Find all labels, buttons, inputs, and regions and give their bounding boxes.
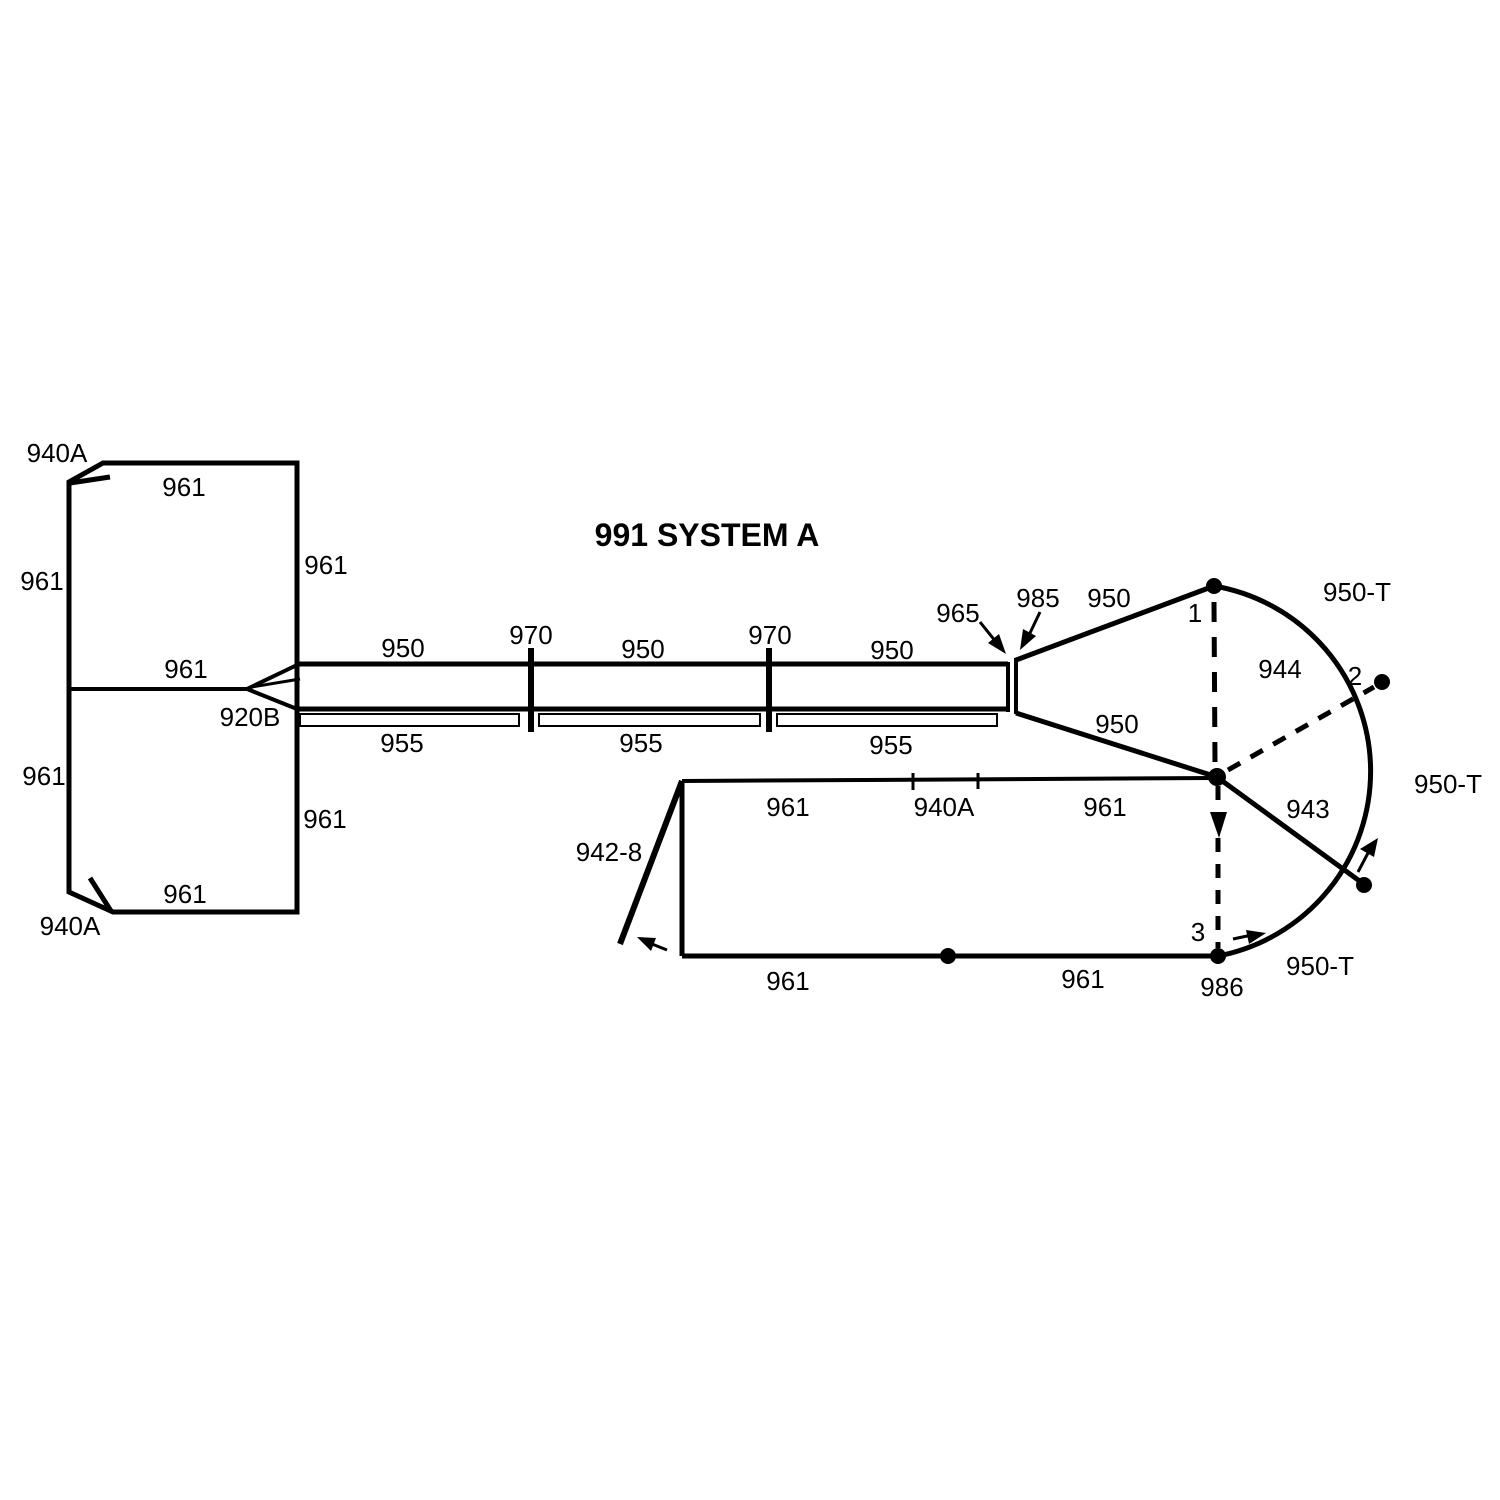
label-edge-top: 961 xyxy=(162,472,205,502)
leader-985-arrowhead-icon xyxy=(1020,629,1036,650)
label-point-1: 1 xyxy=(1188,598,1202,628)
label-segment-3: 950 xyxy=(870,635,913,665)
bottom-edge-node xyxy=(940,948,956,964)
label-track-top: 950-T xyxy=(1323,577,1391,607)
radius-line-943 xyxy=(1219,777,1367,888)
left-panel: 940A 961 961 961 961 920B 961 961 961 94… xyxy=(20,438,347,941)
label-end: 965 xyxy=(936,598,979,628)
label-corner-bottom: 940A xyxy=(40,911,101,941)
node-point-2 xyxy=(1374,674,1390,690)
arc-arrow-bottom-head-icon xyxy=(1246,930,1266,944)
label-segment-1: 950 xyxy=(381,633,424,663)
lower-panel: 961 940A 961 961 961 942-8 xyxy=(576,773,1216,996)
leader-965-arrowhead-icon xyxy=(988,634,1006,654)
label-bottom-right: 961 xyxy=(1061,964,1104,994)
label-track-right: 950-T xyxy=(1414,769,1482,799)
conveyor-bar: 950 950 950 970 970 955 955 955 965 985 xyxy=(297,583,1060,760)
label-track-bottom: 950-T xyxy=(1286,951,1354,981)
flap-arrowhead-icon xyxy=(637,937,656,951)
label-top-left: 961 xyxy=(766,792,809,822)
label-flap: 942-8 xyxy=(576,837,643,867)
lower-panel-top-line xyxy=(681,776,1215,783)
node-943 xyxy=(1356,877,1372,893)
label-top-right: 961 xyxy=(1083,792,1126,822)
left-panel-outline xyxy=(66,460,300,915)
node-point-1 xyxy=(1206,578,1222,594)
label-edge-left-lower: 961 xyxy=(22,761,65,791)
label-corner-top: 940A xyxy=(27,438,88,468)
label-point-2: 2 xyxy=(1348,661,1362,691)
leader-985-line xyxy=(1028,611,1042,634)
label-under-3: 955 xyxy=(869,730,912,760)
junction-wedge xyxy=(242,663,298,711)
label-under-1: 955 xyxy=(380,728,423,758)
label-edge-right-upper: 961 xyxy=(304,550,347,580)
corner-fold-mark-top xyxy=(69,474,111,486)
arc-arrow-mid-line xyxy=(1356,852,1370,873)
corner-fold-mark-bottom xyxy=(87,876,114,913)
label-divider-1: 970 xyxy=(509,620,552,650)
label-under-2: 955 xyxy=(619,728,662,758)
label-divider: 961 xyxy=(164,654,207,684)
node-center xyxy=(1208,768,1226,786)
flap-line-942-8 xyxy=(617,779,685,946)
label-edge-right-lower: 961 xyxy=(303,804,346,834)
label-radius-lower: 943 xyxy=(1286,794,1329,824)
label-point-3: 3 xyxy=(1191,917,1205,947)
junction-inner-tick xyxy=(251,677,301,689)
label-bottom-left: 961 xyxy=(766,966,809,996)
label-feed-bottom: 950 xyxy=(1095,709,1138,739)
track-arc xyxy=(1213,583,1374,959)
under-rail-3 xyxy=(776,713,998,727)
label-segment-2: 950 xyxy=(621,634,664,664)
feed-line-top xyxy=(1015,583,1215,663)
label-top-mark: 940A xyxy=(914,792,975,822)
radius-dashed-1 xyxy=(1211,601,1218,765)
under-rail-2 xyxy=(538,713,761,727)
label-radius-upper: 944 xyxy=(1258,654,1301,684)
label-divider-2: 970 xyxy=(748,620,791,650)
label-feed-top: 950 xyxy=(1087,583,1130,613)
label-edge-bottom: 961 xyxy=(163,879,206,909)
node-point-3 xyxy=(1210,948,1226,964)
label-edge-left-upper: 961 xyxy=(20,566,63,596)
radius-dashed-944 xyxy=(1226,684,1376,773)
diagram-title: 991 SYSTEM A xyxy=(595,517,820,553)
feed-line-bottom xyxy=(1015,710,1218,780)
label-cap: 985 xyxy=(1016,583,1059,613)
down-arrowhead-icon xyxy=(1210,812,1227,838)
label-junction: 920B xyxy=(220,702,281,732)
arc-arrow-mid-head-icon xyxy=(1360,838,1378,857)
under-rail-1 xyxy=(299,713,520,727)
flap-arrow-line xyxy=(651,942,668,952)
loop-track: 950 950 950-T 950-T 950-T 944 943 1 2 3 … xyxy=(1015,577,1482,1002)
label-node-bottom: 986 xyxy=(1200,972,1243,1002)
